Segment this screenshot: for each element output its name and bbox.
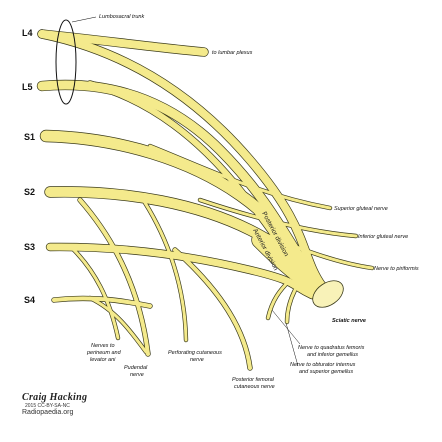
root-label-s1: S1 (24, 132, 35, 142)
nerve-to-obturator-nerve (285, 288, 297, 324)
label-perforating-cutaneous-2: nerve (190, 357, 204, 363)
perineum-branch-nerve (68, 244, 120, 340)
s2-piriformis-nerve (228, 218, 374, 270)
perforating-cutaneous-nerve (138, 193, 188, 342)
s4-root-nerve (52, 296, 152, 308)
label-nerves-to-perineum-1: Nerves to (91, 343, 115, 349)
label-superior-gluteal-nerve: Superior gluteal nerve (334, 206, 388, 212)
pudendal-branch-outline (77, 197, 151, 357)
label-to-lumbar-plexus: to lumbar plexus (212, 50, 253, 56)
credit-site: Radiopaedia.org (22, 409, 74, 416)
label-posterior-femoral-cutaneous-1: Posterior femoral (232, 377, 275, 383)
nerve-paths (36, 29, 375, 371)
credit-author: Craig Hacking (22, 392, 88, 403)
s1-root-nerve (40, 130, 326, 296)
nerve-to-quadratus-nerve (266, 278, 292, 320)
l4-lumbosacral-trunk-nerve (38, 30, 326, 290)
label-nerve-to-quadratus-femoris-1: Nerve to quadratus femoris (298, 345, 365, 351)
credit-block: Craig Hacking 2015 CC-BY-SA-NC Radiopaed… (22, 392, 102, 416)
root-label-s3: S3 (24, 242, 35, 252)
label-nerve-to-obturator-internus-1: Nerve to obturator internus (290, 362, 356, 368)
label-posterior-femoral-cutaneous-2: cutaneous nerve (234, 384, 275, 390)
s3-root-nerve (46, 243, 316, 299)
label-perforating-cutaneous-1: Perforating cutaneous (168, 350, 222, 356)
sciatic-nerve-cut-end (312, 280, 344, 308)
perforating-cutaneous-outline (137, 192, 189, 343)
label-sciatic-nerve: Sciatic nerve (332, 318, 366, 324)
pudendal-branch-nerve (78, 198, 150, 356)
label-nerve-to-quadratus-femoris-2: and inferior gemellus (307, 352, 358, 358)
credit-license: 2015 CC-BY-SA-NC (25, 403, 70, 409)
lumbosacral-leader-line (71, 16, 97, 23)
root-label-s4: S4 (24, 295, 35, 305)
label-lumbosacral-trunk: Lumbosacral trunk (99, 14, 144, 20)
label-inferior-gluteal-nerve: Inferior gluteal nerve (358, 234, 408, 240)
root-label-l4: L4 (22, 28, 33, 38)
root-label-l5: L5 (22, 82, 33, 92)
s1-superior-gluteal-nerve (148, 144, 332, 210)
label-nerve-to-piriformis: Nerve to piriformis (374, 266, 419, 272)
s2-inferior-gluteal-nerve (198, 198, 358, 238)
label-nerve-to-obturator-internus-2: and superior gemellus (299, 369, 353, 375)
label-nerves-to-perineum-2: perineum and (86, 350, 122, 356)
lumbosacral-trunk-ring (55, 19, 77, 105)
leader-lines (271, 309, 301, 367)
label-pudendal-nerve-2: nerve (130, 372, 144, 378)
pudendal-s4-nerve (88, 296, 148, 354)
perineum-branch-outline (67, 243, 121, 341)
label-nerves-to-perineum-3: levator ani (90, 357, 116, 363)
label-pudendal-nerve-1: Pudendal (124, 365, 148, 371)
posterior-femoral-cutaneous-nerve (173, 248, 252, 370)
root-label-s2: S2 (24, 187, 35, 197)
